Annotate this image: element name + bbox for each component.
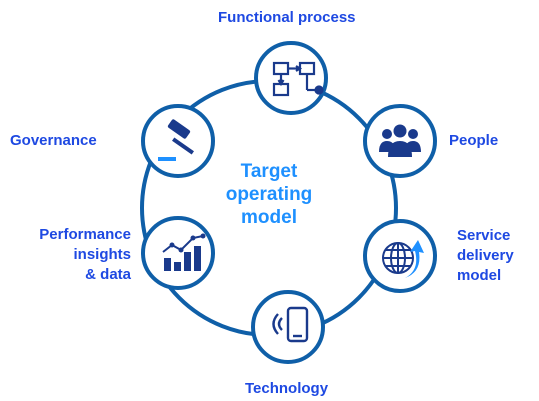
label-service-delivery-line-2: delivery: [457, 247, 514, 264]
node-performance-insights: [141, 216, 215, 290]
flowchart-icon: [272, 61, 324, 97]
center-title-line-3: model: [241, 207, 297, 228]
label-people: People: [449, 132, 499, 149]
node-functional-process: [254, 41, 328, 115]
node-governance: [141, 104, 215, 178]
node-technology: [251, 290, 325, 364]
node-people: [363, 104, 437, 178]
label-service-delivery-line-3: model: [457, 267, 502, 284]
label-performance-line-1: Performance: [39, 226, 131, 243]
globe-arrow-icon: [382, 240, 424, 278]
center-title: Target operating model: [219, 160, 319, 229]
label-service-delivery-line-1: Service: [457, 227, 511, 244]
label-functional-process: Functional process: [218, 9, 356, 26]
people-group-icon: [379, 124, 421, 157]
label-technology: Technology: [245, 380, 329, 397]
smartphone-signal-icon: [272, 306, 309, 343]
center-title-line-2: operating: [225, 184, 313, 205]
center-title-line-1: Target: [240, 161, 298, 182]
label-governance: Governance: [10, 132, 97, 149]
label-service-delivery: Service delivery model: [457, 226, 514, 286]
label-performance-line-3: & data: [85, 266, 131, 283]
gavel-icon: [158, 119, 194, 161]
node-service-delivery: [363, 219, 437, 293]
label-performance-line-2: insights: [73, 246, 131, 263]
label-performance-insights: Performance insights & data: [8, 225, 131, 285]
bar-chart-trend-icon: [162, 233, 206, 271]
